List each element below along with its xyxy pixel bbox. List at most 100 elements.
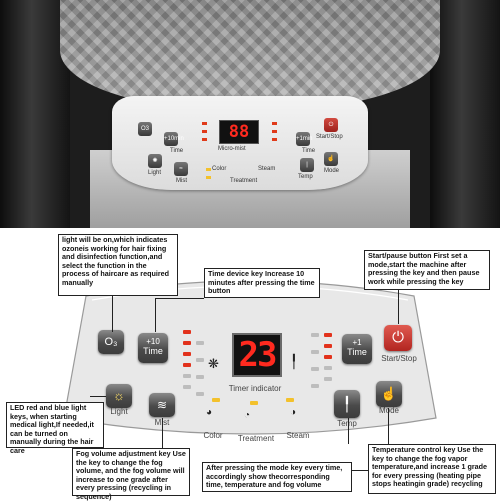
- mini-mode-label: Mode: [324, 168, 340, 174]
- mini-led: [202, 138, 207, 141]
- temp-label: Temp: [337, 419, 357, 428]
- mist-icon: ≋: [156, 398, 168, 412]
- timer-led: [324, 377, 332, 381]
- light-pointer: [90, 396, 106, 397]
- light-note: LED red and blue light keys, when starti…: [6, 402, 104, 455]
- mini-bulb-icon: ✺: [152, 158, 158, 164]
- mini-time-label-right: Time: [302, 148, 316, 154]
- timer-led: [324, 355, 332, 359]
- mini-start-stop-label: Start/Stop: [316, 134, 343, 140]
- mini-control-panel: O3 +10min Time ✺ Light ≈ Mist 88 Micro-m…: [112, 96, 368, 190]
- mini-time-plus1-button[interactable]: +1min: [296, 132, 313, 146]
- mini-led: [206, 176, 211, 179]
- mini-light-button[interactable]: ✺: [148, 154, 162, 168]
- light-bulb-icon: ☼: [113, 388, 125, 403]
- timer-led: [324, 344, 332, 348]
- mini-start-stop-button[interactable]: ⏻: [324, 118, 338, 132]
- left-frame: [0, 0, 70, 228]
- micro-mist-icon: ❋: [208, 356, 219, 371]
- temp-pointer: [348, 418, 349, 444]
- time-led: [183, 341, 191, 345]
- treatment-icon: ◔: [244, 410, 251, 421]
- color-icon: ◕: [206, 407, 213, 418]
- mini-led: [202, 130, 207, 133]
- mode-button[interactable]: ☝: [376, 381, 402, 407]
- timer-display: 23: [232, 333, 282, 377]
- mini-timer-display: 88: [219, 120, 259, 144]
- mini-temp-button[interactable]: |: [300, 158, 314, 172]
- thermometer-small-icon: ╿: [290, 354, 298, 369]
- mini-micro-mist-label: Micro-mist: [218, 146, 246, 152]
- mini-steam-label: Steam: [258, 166, 276, 172]
- mini-time-label: Time: [170, 148, 184, 154]
- start-pause-note: Start/pause button First set a mode,star…: [364, 250, 490, 290]
- mini-mode-button[interactable]: ☝: [324, 152, 338, 166]
- mist-led: [196, 392, 204, 396]
- temp-led: [311, 350, 319, 354]
- mini-hand-icon: ☝: [327, 156, 335, 162]
- time-device-pointer-v: [155, 298, 156, 332]
- steamer-hood: [60, 0, 440, 110]
- mini-light-label: Light: [148, 170, 162, 176]
- time-plus1-bottom-label: Time: [347, 347, 367, 357]
- mini-power-icon: ⏻: [328, 122, 334, 128]
- mist-led: [196, 358, 204, 362]
- mist-led: [196, 375, 204, 379]
- time-device-note: Time device key Increase 10 minutes afte…: [204, 268, 320, 298]
- right-frame: [430, 0, 500, 228]
- fog-note: Fog volume adjustment key Use the key to…: [72, 448, 190, 501]
- time-plus1-button[interactable]: +1 Time: [342, 334, 372, 364]
- power-icon: ⏻: [392, 329, 404, 346]
- start-pause-pointer: [398, 290, 399, 324]
- product-photo: O3 +10min Time ✺ Light ≈ Mist 88 Micro-m…: [0, 0, 500, 228]
- thermometer-icon: ╿: [342, 396, 352, 412]
- timer-led: [324, 366, 332, 370]
- fog-pointer: [162, 418, 163, 448]
- time-plus10-top-label: +10: [146, 337, 160, 346]
- mini-temp-label: Temp: [298, 174, 313, 180]
- mini-o3-button[interactable]: O3: [138, 122, 152, 136]
- temp-button[interactable]: ╿: [334, 390, 360, 418]
- start-stop-button[interactable]: ⏻: [384, 325, 412, 351]
- time-led: [183, 363, 191, 367]
- temp-led: [311, 384, 319, 388]
- mini-mist-icon: ≈: [179, 166, 183, 172]
- color-led: [212, 398, 220, 402]
- temp-note: Temperature control key Use the key to c…: [368, 444, 496, 494]
- hand-icon: ☝: [380, 386, 398, 401]
- temp-led: [311, 367, 319, 371]
- ozone-note: light will be on,which indicates ozoneis…: [58, 234, 178, 296]
- time-led: [183, 352, 191, 356]
- start-stop-label: Start/Stop: [381, 354, 417, 363]
- mist-label: Mist: [147, 418, 177, 427]
- time-plus10-button[interactable]: +10 Time: [138, 333, 168, 363]
- time-plus1-top-label: +1: [352, 338, 362, 347]
- mini-thermometer-icon: |: [306, 162, 308, 168]
- time-led: [183, 374, 191, 378]
- steam-led: [286, 398, 294, 402]
- time-device-pointer-h: [155, 298, 204, 299]
- light-label: Light: [110, 407, 128, 416]
- mini-color-label: Color: [212, 166, 227, 172]
- timer-led: [324, 333, 332, 337]
- timer-indicator-label: Timer indicator: [228, 384, 282, 393]
- time-led: [183, 330, 191, 334]
- mini-mist-label: Mist: [176, 178, 187, 184]
- light-button[interactable]: ☼: [106, 384, 132, 408]
- o3-button[interactable]: O₃: [98, 330, 124, 354]
- steam-label: Steam: [286, 431, 310, 440]
- mini-led: [206, 168, 211, 171]
- temp-led: [311, 333, 319, 337]
- mist-led: [196, 341, 204, 345]
- treatment-led: [250, 401, 258, 405]
- mini-mist-button[interactable]: ≈: [174, 162, 188, 176]
- mode-pointer-v: [388, 408, 389, 470]
- mini-led: [272, 122, 277, 125]
- mini-led: [272, 138, 277, 141]
- mist-button[interactable]: ≋: [149, 393, 175, 417]
- mini-led: [202, 122, 207, 125]
- treatment-label: Treatment: [237, 434, 275, 443]
- mini-time-plus10-button[interactable]: +10min: [164, 132, 184, 146]
- steam-icon: ◑: [290, 407, 297, 418]
- ozone-pointer: [112, 296, 113, 332]
